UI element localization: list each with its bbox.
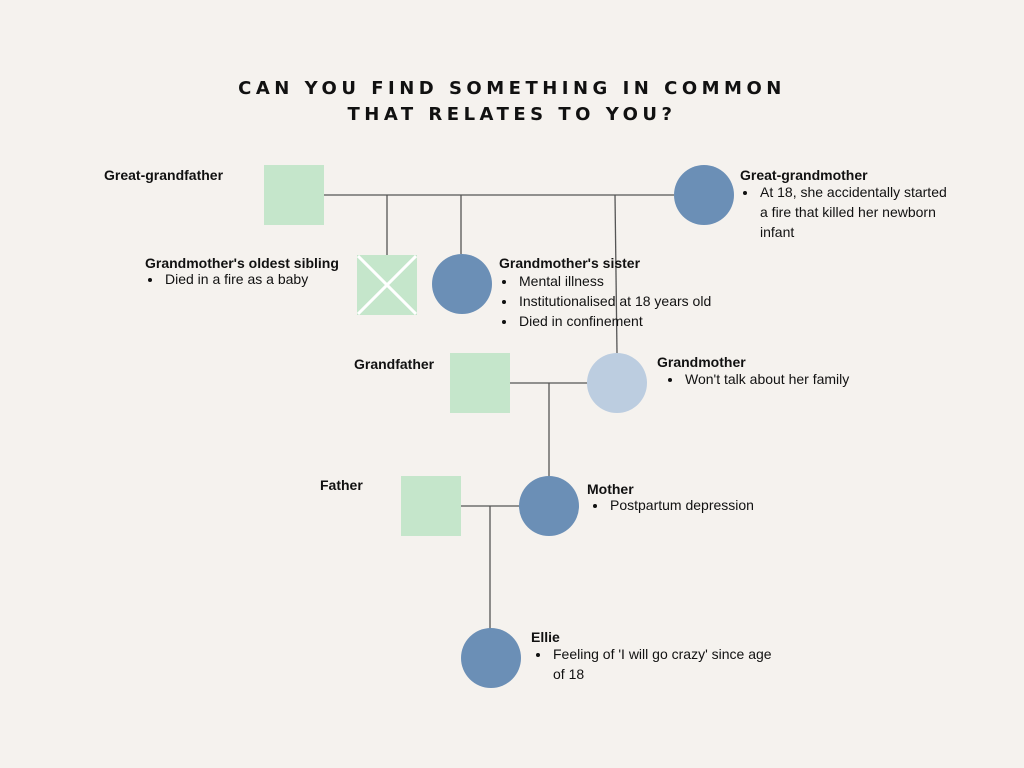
mother-note: Postpartum depression xyxy=(608,495,828,515)
mother-notes: Postpartum depression xyxy=(590,495,828,515)
connector-grandmother-from-parents xyxy=(614,194,618,354)
mother-label: Mother xyxy=(587,481,634,497)
ellie-note: Feeling of 'I will go crazy' since age o… xyxy=(551,644,786,684)
ellie-circle xyxy=(461,628,521,688)
father-label: Father xyxy=(320,477,363,493)
father-square xyxy=(401,476,461,536)
grandmothers-sister-note: Institutionalised at 18 years old xyxy=(517,291,777,311)
great-grandmother-note: At 18, she accidentally started a fire t… xyxy=(758,182,948,242)
mother-circle xyxy=(519,476,579,536)
grandmothers-sister-note: Died in confinement xyxy=(517,311,777,331)
grandfather-label: Grandfather xyxy=(354,356,435,372)
page-title: CAN YOU FIND SOMETHING IN COMMON THAT RE… xyxy=(0,76,1024,128)
grandmothers-sister-note: Mental illness xyxy=(517,271,777,291)
grandmother-circle xyxy=(587,353,647,413)
deceased-cross-icon xyxy=(356,254,418,316)
grandmother-note: Won't talk about her family xyxy=(683,369,923,389)
grandmothers-sister-circle xyxy=(432,254,492,314)
oldest-sibling-notes: Died in a fire as a baby xyxy=(145,269,373,289)
ellie-label: Ellie xyxy=(531,629,560,645)
oldest-sibling-note: Died in a fire as a baby xyxy=(163,269,373,289)
title-line-2: THAT RELATES TO YOU? xyxy=(347,104,677,125)
ellie-notes: Feeling of 'I will go crazy' since age o… xyxy=(533,644,786,684)
title-line-1: CAN YOU FIND SOMETHING IN COMMON xyxy=(238,78,786,99)
grandmothers-sister-notes: Mental illness Institutionalised at 18 y… xyxy=(499,271,777,331)
great-grandmother-label: Great-grandmother xyxy=(740,167,868,183)
great-grandfather-label: Great-grandfather xyxy=(104,167,224,183)
great-grandmother-notes: At 18, she accidentally started a fire t… xyxy=(740,182,948,242)
grandmothers-sister-label: Grandmother's sister xyxy=(499,255,641,271)
grandmother-notes: Won't talk about her family xyxy=(665,369,923,389)
grandfather-square xyxy=(450,353,510,413)
oldest-sibling-deceased-square xyxy=(356,254,418,316)
great-grandmother-circle xyxy=(674,165,734,225)
great-grandfather-square xyxy=(264,165,324,225)
grandmother-label: Grandmother xyxy=(657,354,746,370)
oldest-sibling-label: Grandmother's oldest sibling xyxy=(145,255,339,271)
